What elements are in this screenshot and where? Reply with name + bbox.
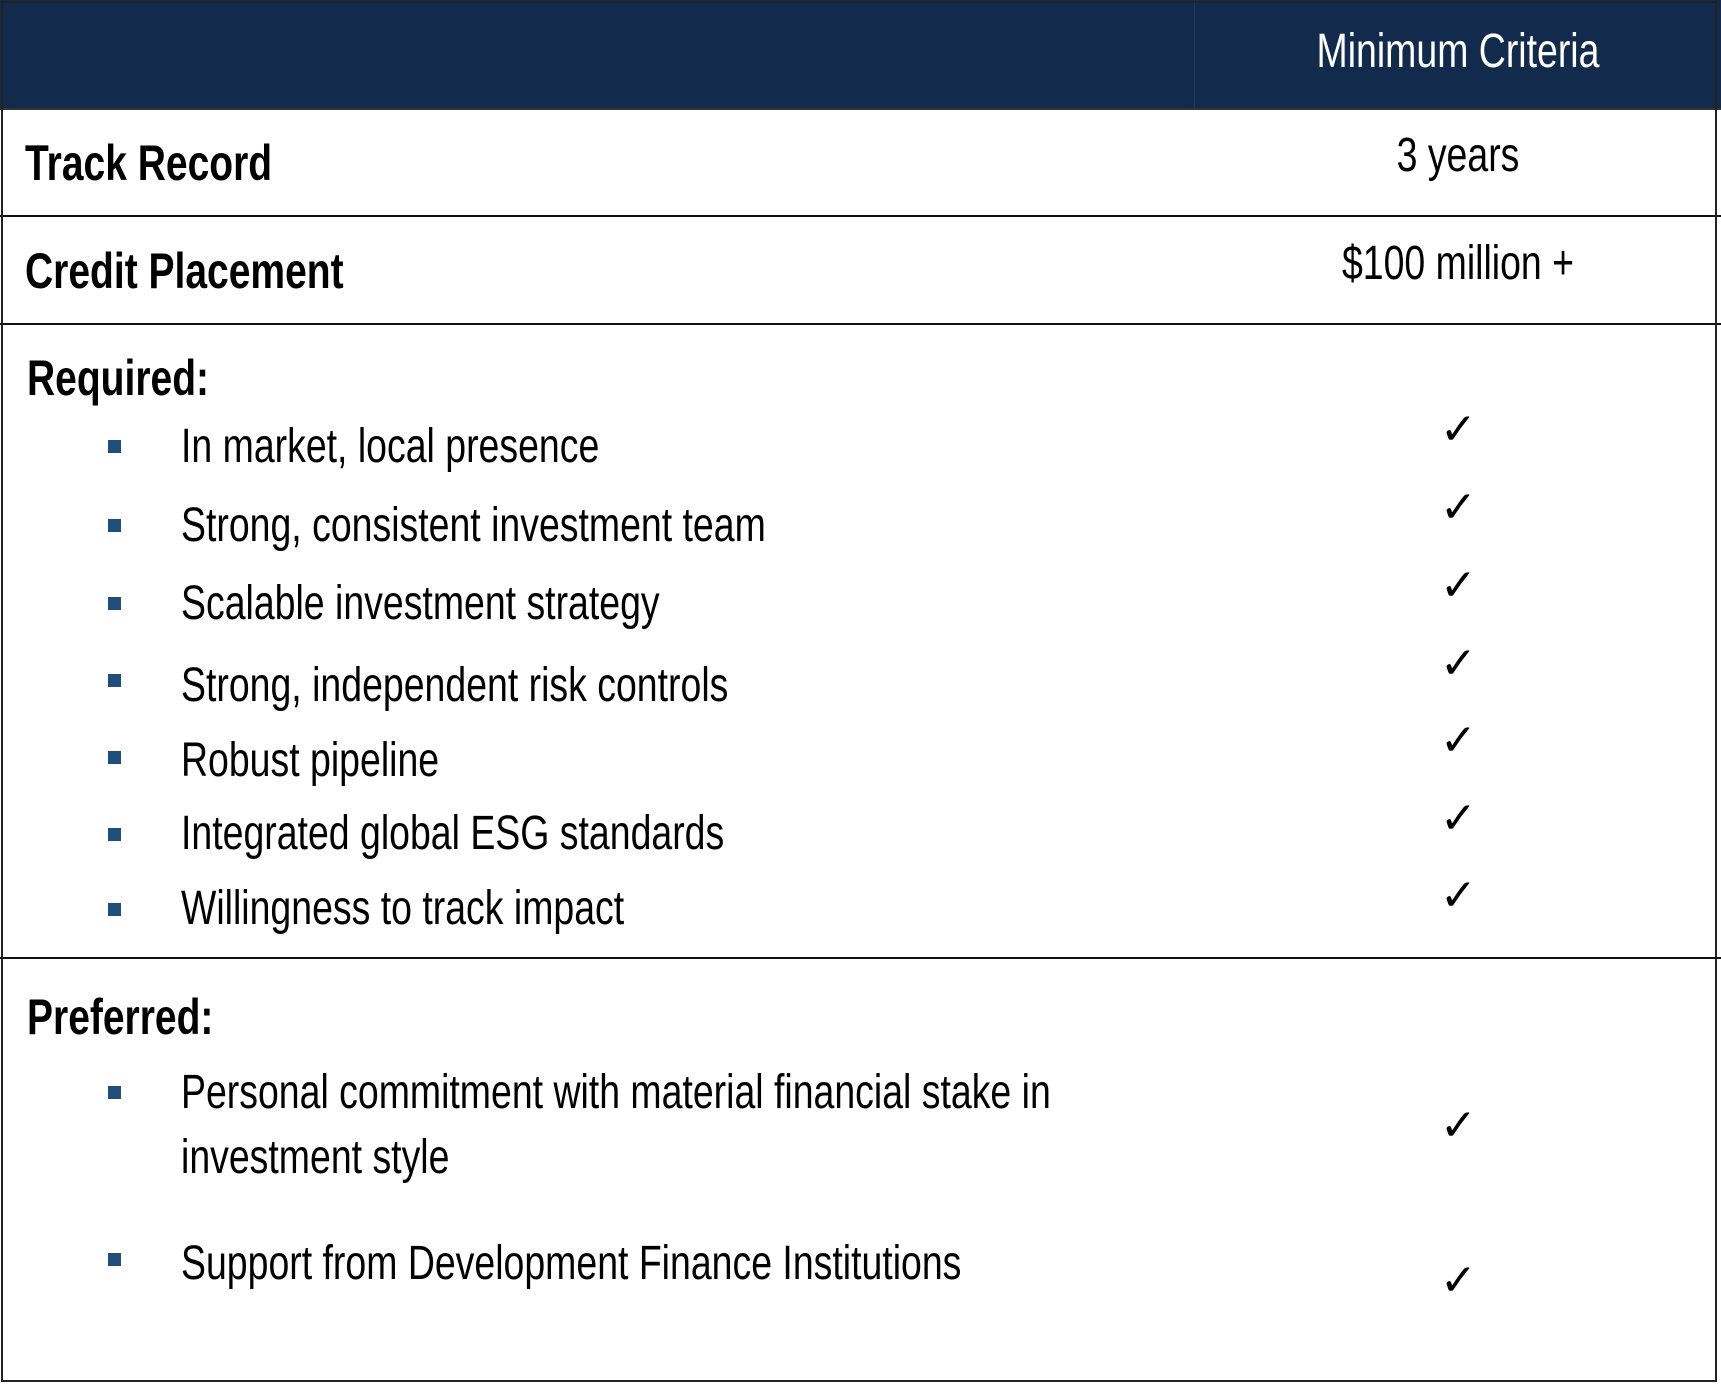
bullet-icon <box>108 751 121 764</box>
track-record-label: Track Record <box>25 135 273 191</box>
check-icon: ✓ <box>1440 1100 1477 1151</box>
bullet-icon <box>108 1253 121 1266</box>
bullet-icon <box>108 903 121 916</box>
list-item: Strong, consistent investment team <box>181 499 766 552</box>
check-icon: ✓ <box>1440 793 1477 844</box>
list-item: Willingness to track impact <box>181 882 625 935</box>
table-header: Minimum Criteria <box>0 0 1721 110</box>
row-divider <box>0 323 1721 325</box>
row-divider <box>0 215 1721 217</box>
check-icon: ✓ <box>1440 482 1477 533</box>
track-record-value: 3 years <box>1396 129 1520 182</box>
list-item: In market, local presence <box>181 420 600 473</box>
bullet-icon <box>108 674 121 687</box>
credit-placement-label: Credit Placement <box>25 243 344 299</box>
minimum-criteria-heading: Minimum Criteria <box>1316 25 1600 78</box>
list-item: Support from Development Finance Institu… <box>181 1237 962 1290</box>
check-icon: ✓ <box>1440 638 1477 689</box>
bullet-icon <box>108 828 121 841</box>
row-divider <box>0 957 1721 959</box>
bullet-icon <box>108 597 121 610</box>
bullet-icon <box>108 440 121 453</box>
list-item: Integrated global ESG standards <box>181 807 725 860</box>
credit-placement-value: $100 million + <box>1341 237 1575 290</box>
preferred-label: Preferred: <box>27 989 214 1045</box>
list-item-line1: Personal commitment with material financ… <box>181 1066 1051 1119</box>
list-item-line2: investment style <box>181 1131 450 1184</box>
bullet-icon <box>108 519 121 532</box>
check-icon: ✓ <box>1440 404 1477 455</box>
list-item: Robust pipeline <box>181 734 440 787</box>
header-divider <box>1194 0 1195 108</box>
check-icon: ✓ <box>1440 870 1477 921</box>
list-item: Scalable investment strategy <box>181 577 660 630</box>
list-item: Strong, independent risk controls <box>181 659 729 712</box>
bullet-icon <box>108 1086 121 1099</box>
check-icon: ✓ <box>1440 715 1477 766</box>
check-icon: ✓ <box>1440 560 1477 611</box>
check-icon: ✓ <box>1440 1255 1477 1306</box>
required-label: Required: <box>27 350 210 406</box>
